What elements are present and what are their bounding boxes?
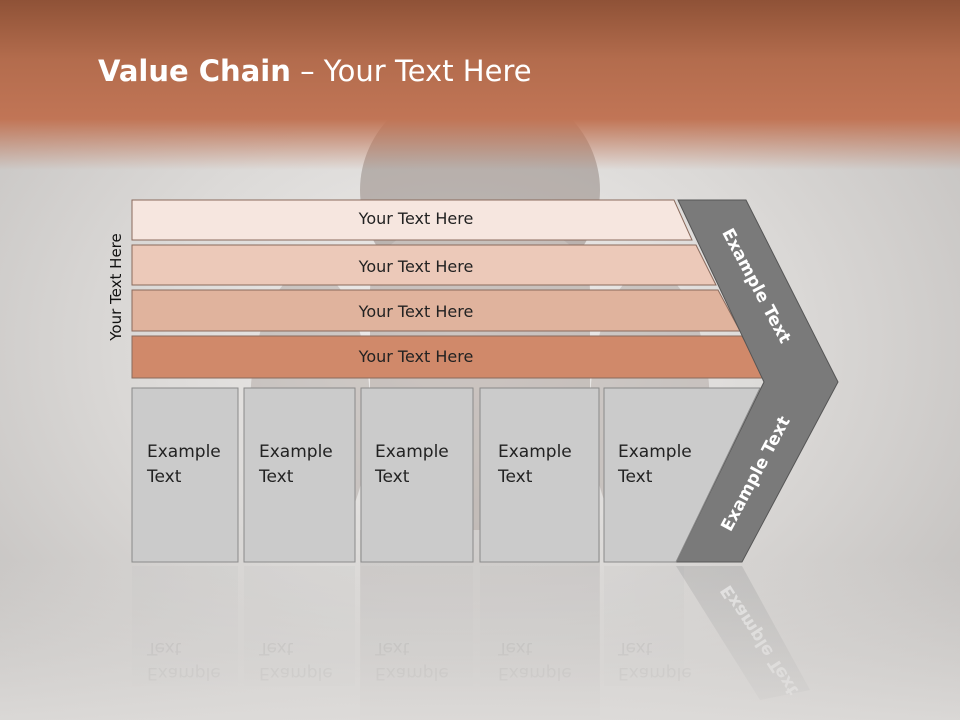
title-band: [0, 0, 960, 170]
row-label-4: Your Text Here: [358, 347, 474, 366]
row-label-3: Your Text Here: [358, 302, 474, 321]
slide-title: Value Chain – Your Text Here: [98, 54, 532, 88]
row-label-1: Your Text Here: [358, 209, 474, 228]
column-box-1: [131, 387, 239, 563]
column-box-4: [479, 387, 600, 563]
column-box-3: [360, 387, 474, 563]
row-bar-2: [131, 244, 717, 286]
reflection-fade: [0, 560, 960, 720]
row-bar-1: [131, 199, 693, 241]
row-label-2: Your Text Here: [358, 257, 474, 276]
column-box-2: [243, 387, 356, 563]
